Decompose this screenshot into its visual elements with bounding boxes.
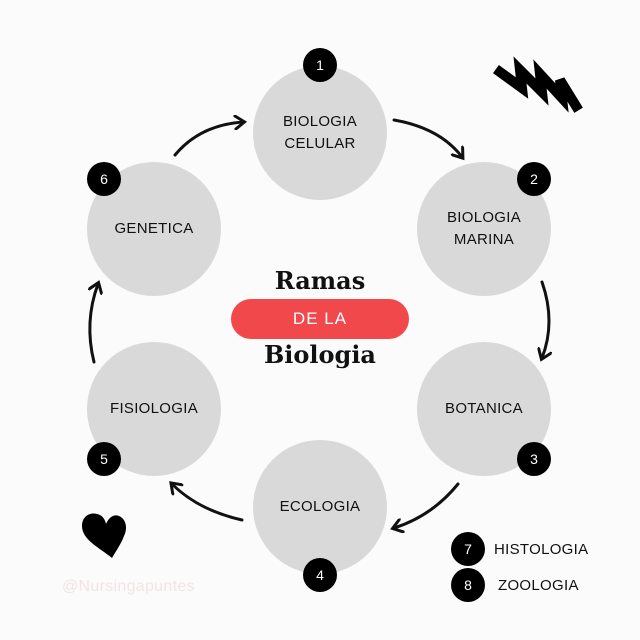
arrow-1-to-2 [392, 118, 462, 157]
arrow-5-to-6 [90, 284, 98, 364]
number-badge-5: 5 [87, 442, 121, 476]
arrow-3-to-4 [394, 482, 460, 528]
title-ramas: Ramas [274, 266, 366, 295]
number-badge-1: 1 [303, 48, 337, 82]
number-badge-4: 4 [303, 558, 337, 592]
extra-branch-label: ZOOLOGIA [498, 576, 579, 594]
branch-label: BIOLOGIA MARINA [446, 209, 522, 248]
number-badge-7: 7 [451, 532, 485, 566]
branch-label: FISIOLOGIA [109, 400, 199, 417]
arrow-2-to-3 [542, 280, 549, 358]
title-biologia: Biologia [264, 340, 376, 369]
extra-branch-histologia: 7 HISTOLOGIA [451, 532, 588, 566]
number-badge-3: 3 [517, 442, 551, 476]
branch-label: GENETICA [114, 220, 194, 237]
number-badge-2: 2 [517, 162, 551, 196]
number-badge-6: 6 [87, 162, 121, 196]
arrow-6-to-1 [173, 122, 243, 157]
watermark: @Nursingapuntes [62, 578, 195, 595]
branch-biologia-celular: BIOLOGIA CELULAR [253, 66, 387, 200]
branch-label: ECOLOGIA [279, 498, 361, 515]
arrow-4-to-5 [172, 484, 244, 522]
branch-ecologia: ECOLOGIA [253, 440, 387, 574]
number-badge-8: 8 [451, 568, 485, 602]
branch-label: BOTANICA [445, 400, 523, 417]
branch-label: BIOLOGIA CELULAR [282, 113, 358, 152]
extra-branch-zoologia: 8 ZOOLOGIA [451, 568, 579, 602]
title-pill: DE LA [231, 299, 409, 339]
extra-branch-label: HISTOLOGIA [494, 540, 589, 558]
